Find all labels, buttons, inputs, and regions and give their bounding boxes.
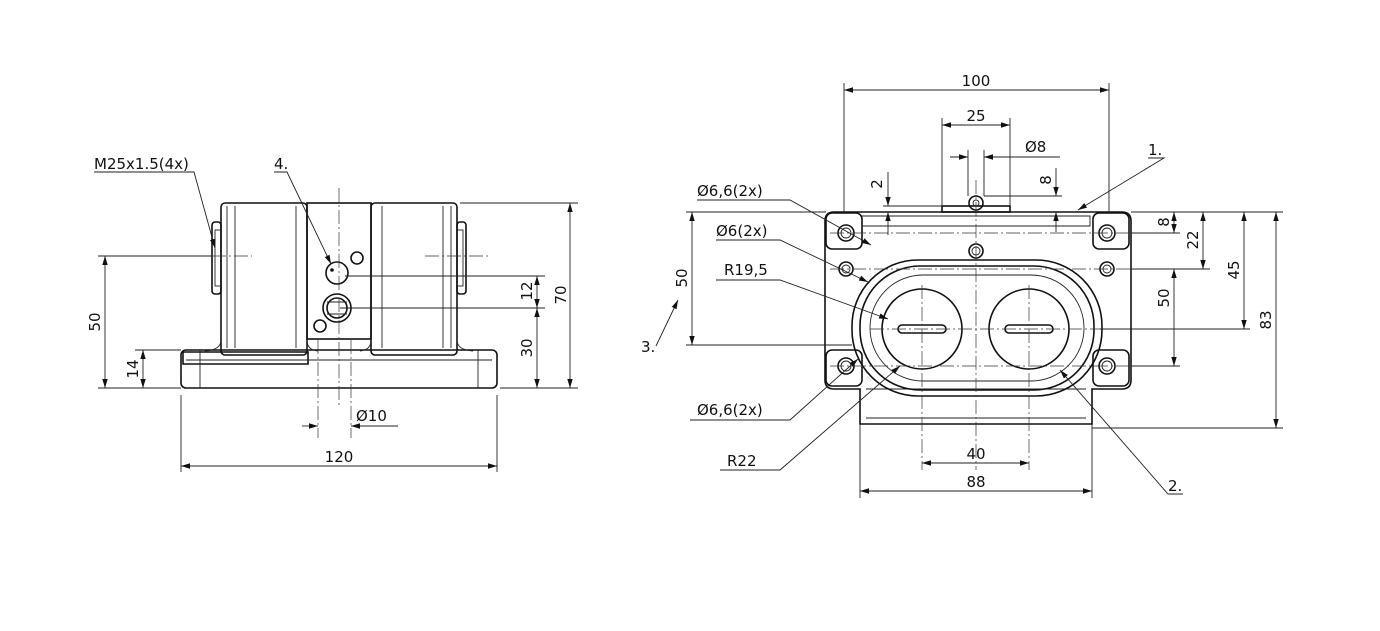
dim-left-50: 50 bbox=[673, 268, 691, 287]
item-2-label: 2. bbox=[1168, 477, 1182, 495]
radius-button-label: R19,5 bbox=[724, 261, 768, 279]
dim-height-70: 70 bbox=[552, 285, 570, 304]
hole-label-bottom: Ø6,6(2x) bbox=[697, 401, 763, 419]
dim-pin-dia-8: Ø8 bbox=[1025, 138, 1046, 156]
radius-frame-label: R22 bbox=[727, 452, 757, 470]
dim-button-width-25: 25 bbox=[966, 107, 985, 125]
dim-right-22: 22 bbox=[1184, 230, 1202, 249]
side-view-dimensions bbox=[94, 171, 578, 472]
item-4-label: 4. bbox=[274, 155, 288, 173]
dim-dia-10: Ø10 bbox=[356, 407, 387, 425]
top-view-button-frame bbox=[851, 259, 1103, 397]
dim-right-50: 50 bbox=[1155, 288, 1173, 307]
dim-button-spacing-40: 40 bbox=[966, 445, 985, 463]
hole-label-top: Ø6,6(2x) bbox=[697, 182, 763, 200]
dim-offset-12: 12 bbox=[518, 281, 536, 300]
side-view: M25x1.5(4x) 4. 120 70 50 14 12 30 Ø10 bbox=[86, 155, 578, 472]
dim-axis-50: 50 bbox=[86, 312, 104, 331]
item-3-label: 3. bbox=[641, 338, 655, 356]
dim-right-45: 45 bbox=[1225, 260, 1243, 279]
item-1-label: 1. bbox=[1148, 141, 1162, 159]
dim-right-8: 8 bbox=[1155, 217, 1173, 227]
side-view-left-housing bbox=[204, 202, 319, 356]
side-view-right-housing bbox=[359, 202, 474, 356]
hole-label-mid: Ø6(2x) bbox=[716, 222, 767, 240]
top-view-dimensions bbox=[655, 83, 1283, 498]
dim-base-width-88: 88 bbox=[966, 473, 985, 491]
side-view-glands bbox=[211, 221, 467, 295]
dim-total-width-100: 100 bbox=[962, 72, 991, 90]
dim-right-83: 83 bbox=[1257, 310, 1275, 329]
thread-label: M25x1.5(4x) bbox=[94, 155, 189, 173]
dim-top-offset-2: 2 bbox=[868, 179, 886, 189]
dim-pin-height-8: 8 bbox=[1037, 175, 1055, 185]
top-view: 100 25 Ø8 2 8 1. 2. 3. Ø6,6(2x) Ø6(2x) R… bbox=[641, 72, 1283, 498]
dim-width-120: 120 bbox=[325, 448, 354, 466]
dim-foot-14: 14 bbox=[124, 359, 142, 378]
dim-height-30: 30 bbox=[518, 338, 536, 357]
top-view-centerlines bbox=[830, 180, 1140, 470]
